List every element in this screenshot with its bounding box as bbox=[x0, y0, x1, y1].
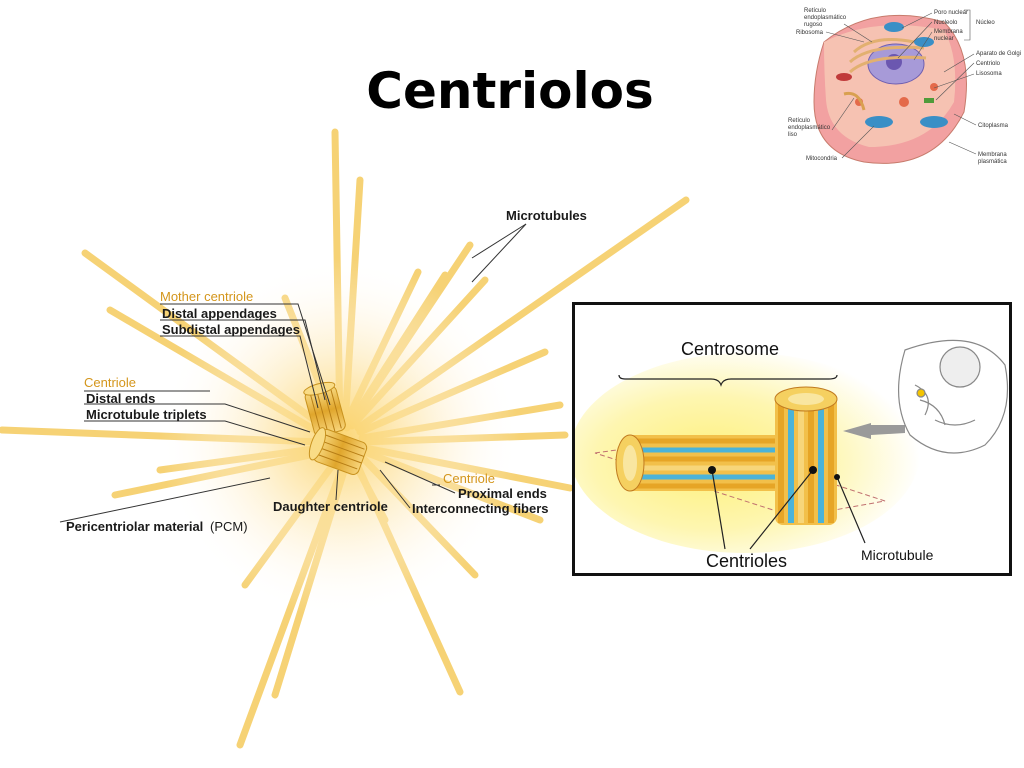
label-centrosome: Centrosome bbox=[681, 339, 779, 359]
cell-label-reticulo-liso-1: Retículo bbox=[788, 118, 811, 124]
label-pcm: (PCM) bbox=[210, 519, 248, 534]
cell-label-membrana-plasmatica-2: plasmática bbox=[978, 159, 1007, 165]
cell-label-centriolo: Centriolo bbox=[976, 61, 1001, 67]
label-distal-ends: Distal ends bbox=[86, 391, 155, 406]
cell-label-membrana-plasmatica-1: Membrana bbox=[978, 152, 1007, 158]
daughter-centriole-barrel bbox=[308, 427, 368, 475]
horizontal-centriole bbox=[615, 434, 790, 492]
cell-label-lisosoma: Lisosoma bbox=[976, 71, 1002, 77]
cell-label-reticulo-liso-2: endoplasmático bbox=[788, 125, 831, 131]
cell-label-membrana-nuclear-1: Membrana bbox=[934, 29, 963, 35]
cell-body bbox=[813, 14, 967, 164]
cell-label-reticulo-rugoso-2: endoplasmático bbox=[804, 15, 847, 21]
label-microtubule-triplets: Microtubule triplets bbox=[86, 407, 207, 422]
cell-leader-lines bbox=[825, 9, 977, 159]
label-mother-centriole: Mother centriole bbox=[160, 289, 253, 304]
cell-sketch bbox=[898, 339, 1009, 454]
label-distal-appendages: Distal appendages bbox=[162, 306, 277, 321]
cell-diagram: Retículo endoplasmático rugoso Ribosoma … bbox=[788, 8, 1021, 165]
label-centrioles: Centrioles bbox=[706, 551, 787, 571]
slide-title: Centriolos bbox=[366, 62, 654, 120]
cell-label-nucleolo: Nucleolo bbox=[934, 20, 958, 26]
marker-dot bbox=[708, 466, 716, 474]
cell-label-mitocondria: Mitocondria bbox=[806, 156, 838, 162]
leader-lines bbox=[59, 223, 527, 523]
vertical-centriole bbox=[774, 386, 838, 525]
centrosome-brace bbox=[618, 374, 838, 387]
cell-label-nucleo: Núcleo bbox=[976, 20, 995, 26]
cell-label-membrana-nuclear-2: nuclear bbox=[934, 36, 954, 42]
pointer-arrow-icon bbox=[843, 423, 905, 439]
label-interconnecting-fibers: Interconnecting fibers bbox=[412, 501, 549, 516]
cell-label-reticulo-rugoso-1: Retículo bbox=[804, 8, 827, 14]
label-centriole-top: Centriole bbox=[84, 375, 136, 390]
label-daughter-centriole: Daughter centriole bbox=[273, 499, 388, 514]
label-microtubule: Microtubule bbox=[861, 547, 934, 563]
marker-dot bbox=[834, 474, 840, 480]
label-microtubules: Microtubules bbox=[506, 208, 587, 223]
cell-label-citoplasma: Citoplasma bbox=[978, 123, 1009, 129]
centrosome-inset: Centrosome Centrioles Microtubule bbox=[570, 302, 1012, 576]
cell-label-ribosoma: Ribosoma bbox=[796, 30, 824, 36]
cell-label-reticulo-liso-3: liso bbox=[788, 132, 798, 138]
label-proximal-ends: Proximal ends bbox=[458, 486, 547, 501]
inset-leader-lines bbox=[711, 469, 866, 550]
cell-label-poro-nuclear: Poro nuclear bbox=[934, 10, 968, 16]
centrosome-inset-svg: Centrosome Centrioles Microtubule bbox=[570, 339, 1009, 571]
label-centriole-bottom: Centriole bbox=[443, 471, 495, 486]
marker-dot bbox=[809, 466, 817, 474]
cell-label-aparato-golgi: Aparato de Golgi bbox=[976, 51, 1021, 57]
cell-label-reticulo-rugoso-3: rugoso bbox=[804, 22, 823, 28]
label-subdistal-appendages: Subdistal appendages bbox=[162, 322, 300, 337]
label-pericentriolar-material: Pericentriolar material bbox=[66, 519, 203, 534]
